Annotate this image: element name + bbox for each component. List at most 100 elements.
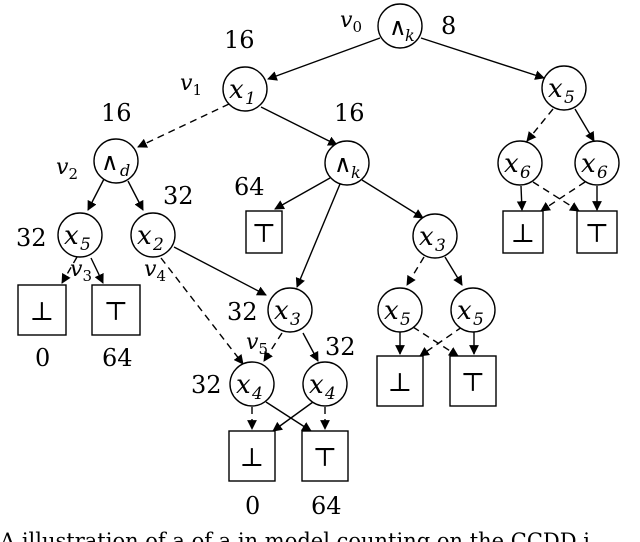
node-x1-var: x (229, 75, 244, 105)
terminal-bot-x4: ⊥ (228, 430, 276, 482)
node-x4b-sub: 4 (324, 384, 336, 404)
node-x5-left: x 5 (57, 212, 103, 258)
node-x5-left-var: x (64, 221, 79, 251)
edge-x6b-bot (540, 181, 586, 212)
node-name-v2: v2 (56, 155, 78, 183)
node-and-k: ∧ k (324, 140, 370, 186)
edge-x6a-bot (516, 185, 527, 211)
node-x5d-sub: 5 (473, 310, 484, 330)
edge-x3-x5d (444, 256, 463, 286)
node-x3-mid-var: x (274, 296, 289, 326)
node-x4a-sub: 4 (251, 384, 263, 404)
node-names: v0 v1 v2 v3 v4 v5 (56, 8, 362, 358)
value-label: 16 (334, 99, 365, 127)
value-label: 0 (245, 492, 260, 520)
node-x2-var: x (137, 221, 152, 251)
terminal-top-x6-label: ⊤ (585, 219, 609, 249)
node-name-sub: 0 (352, 18, 362, 36)
node-x5c-var: x (384, 296, 399, 326)
node-x5c: x 5 (377, 287, 423, 333)
node-x1: x 1 (222, 66, 268, 112)
caption: A illustration of a of a in model counti… (0, 529, 590, 542)
node-v0-sub: k (405, 26, 415, 45)
node-name-v0: v0 (340, 8, 362, 36)
node-name-base: v (180, 71, 193, 96)
terminal-bot-x6-label: ⊥ (511, 219, 535, 249)
edge-x5-x6a (526, 108, 554, 142)
node-name-base: v (246, 330, 259, 355)
node-name-base: v (340, 8, 353, 33)
edge-x1-and-k (260, 106, 338, 146)
edge-x2-x3 (173, 246, 267, 296)
value-label: 0 (35, 344, 50, 372)
edge-and-k-x3a (295, 183, 341, 288)
node-x6a-sub: 6 (520, 163, 531, 183)
edge-x3-x4a (263, 332, 283, 362)
node-x5d: x 5 (450, 287, 496, 333)
node-and-d: ∧ d (93, 138, 139, 184)
node-x4b: x 4 (302, 361, 348, 407)
node-x4a-var: x (236, 370, 251, 400)
terminal-top-and-k: ⊤ (245, 210, 283, 254)
node-x5-left-sub: 5 (80, 235, 91, 255)
node-x3-right-sub: 3 (435, 236, 446, 256)
node-and-k-sub: k (351, 163, 361, 182)
node-name-sub: 1 (192, 81, 202, 99)
node-name-base: v (144, 257, 157, 282)
node-x5d-var: x (457, 296, 472, 326)
value-label: 32 (16, 224, 47, 252)
terminal-top-x4-label: ⊤ (313, 443, 337, 473)
node-x5-right: x 5 (541, 65, 587, 111)
edge-and-k-top (274, 177, 331, 210)
value-label: 64 (234, 173, 265, 201)
node-name-sub: 3 (82, 267, 92, 285)
terminal-top-x4: ⊤ (301, 430, 349, 482)
edge-x5-top (90, 257, 104, 284)
terminal-top-x5-left: ⊤ (91, 284, 141, 336)
node-x3-mid: x 3 (267, 287, 313, 333)
edge-and-d-x2 (127, 180, 144, 211)
terminal-top-and-k-label: ⊤ (252, 219, 276, 249)
value-label: 32 (163, 182, 194, 210)
node-x3-right-var: x (419, 222, 434, 252)
terminal-top-x5d-label: ⊤ (461, 368, 485, 398)
edge-v0-x1 (267, 37, 381, 81)
node-x5c-sub: 5 (400, 310, 411, 330)
node-x4a: x 4 (229, 361, 275, 407)
node-x4b-var: x (309, 370, 324, 400)
terminal-top-x5d: ⊤ (449, 355, 497, 407)
node-name-base: v (70, 257, 83, 282)
edge-x5-x6b (574, 108, 595, 142)
edge-x1-and-d (137, 103, 230, 148)
node-name-v5: v5 (246, 330, 268, 358)
edge-x5-bot (61, 256, 78, 284)
node-v0: ∧ k (377, 3, 423, 49)
edge-x2-x4 (160, 257, 244, 365)
node-name-v1: v1 (180, 71, 202, 99)
value-label: 32 (325, 333, 356, 361)
node-name-sub: 2 (68, 165, 78, 183)
node-x5-right-sub: 5 (564, 88, 575, 108)
value-labels: 16 8 16 16 64 32 32 32 32 32 0 64 0 64 (16, 12, 456, 520)
edges (61, 37, 602, 432)
terminal-bot-x5-left-label: ⊥ (30, 297, 54, 327)
value-label: 16 (224, 26, 255, 54)
node-name-sub: 5 (258, 340, 268, 358)
terminal-top-x6: ⊤ (576, 210, 618, 254)
node-name-v4: v4 (144, 257, 166, 285)
edge-x6a-top (532, 181, 580, 212)
edge-v0-x5 (420, 37, 545, 80)
node-x6b-sub: 6 (597, 163, 608, 183)
terminal-top-x5-left-label: ⊤ (104, 297, 128, 327)
edge-x3-x4b (302, 332, 319, 362)
node-and-d-sub: d (120, 161, 130, 180)
value-label: 64 (102, 344, 133, 372)
node-x5-right-var: x (548, 74, 563, 104)
node-x2-sub: 2 (152, 235, 164, 255)
node-name-sub: 4 (156, 267, 166, 285)
terminal-bot-x5c: ⊥ (376, 355, 424, 407)
node-x3-mid-sub: 3 (290, 310, 301, 330)
edge-and-d-x5 (87, 178, 105, 211)
edge-x3-x5c (406, 256, 425, 286)
